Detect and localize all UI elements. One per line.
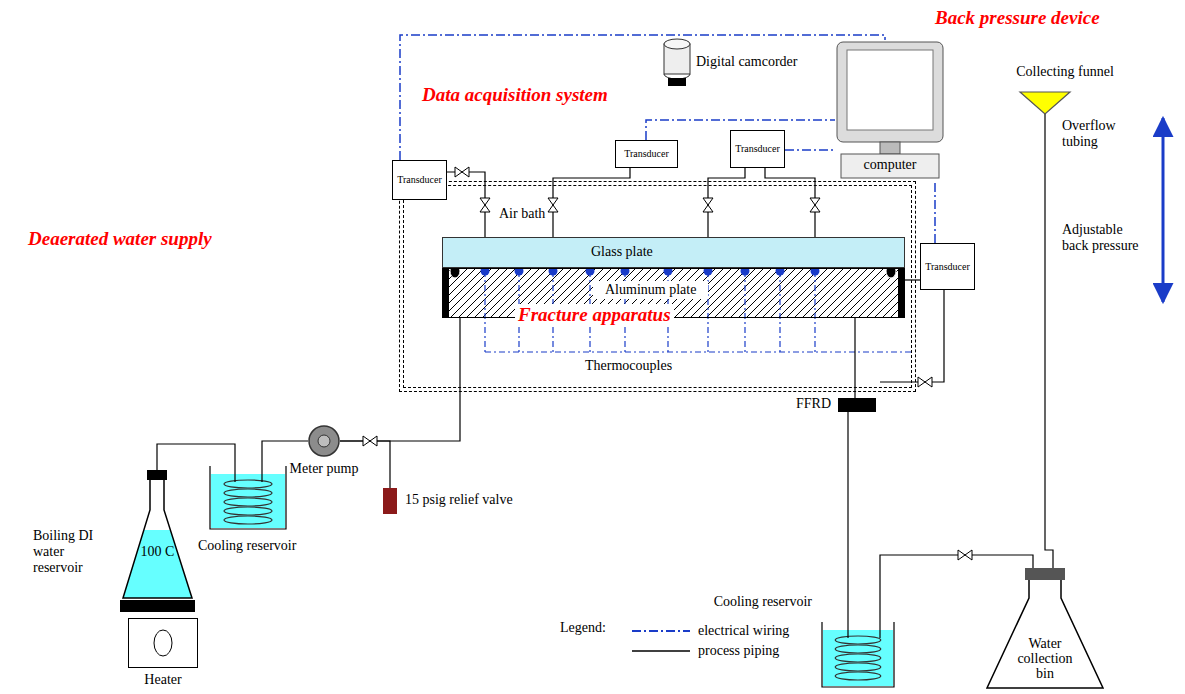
transducer-box: Transducer — [730, 130, 785, 168]
node-label: Collecting funnel — [1000, 64, 1130, 80]
meter-pump-shape — [308, 425, 340, 457]
legend-sample — [632, 650, 690, 652]
heater-shape — [129, 619, 199, 669]
node-label: Aluminum plate — [593, 281, 708, 299]
valve-symbol — [703, 198, 713, 212]
node-label: Digital camcorder — [696, 54, 797, 70]
valve-symbol — [480, 198, 490, 212]
valve-symbol — [958, 550, 972, 560]
process-pipe — [708, 168, 745, 237]
cooling-reservoir-shape — [208, 462, 288, 530]
annotation: Overflow tubing — [1062, 118, 1150, 150]
process-pipe — [880, 290, 944, 382]
process-pipe — [157, 444, 235, 470]
node-label: Transducer — [925, 261, 970, 273]
valve-symbol — [918, 377, 932, 387]
thermocouple-wire — [814, 271, 815, 352]
section-title: Back pressure device — [935, 7, 1100, 29]
plate-end-cap — [898, 268, 905, 318]
thermocouple-wire — [744, 271, 745, 352]
cooling-reservoir: Cooling reservoir — [820, 618, 896, 688]
legend-sample — [632, 630, 690, 632]
node-label: computer — [841, 157, 939, 173]
adjust-arrow — [1162, 118, 1165, 302]
node-label: Transducer — [397, 174, 442, 186]
annotation: Thermocouples — [585, 358, 672, 374]
plate-end-cap — [442, 268, 449, 318]
node-label: Glass plate — [591, 244, 653, 260]
cooling-reservoir-shape — [820, 618, 896, 688]
valve-symbol — [363, 436, 377, 446]
annotation: Adjustable back pressure — [1062, 222, 1150, 254]
node-label: Water collection bin — [1010, 636, 1080, 681]
process-pipe — [854, 318, 855, 398]
node-label: FFRD — [796, 396, 831, 412]
node-label: 100 C — [120, 544, 195, 560]
air-bath: Glass plateAluminum plate Air bath — [403, 185, 912, 388]
process-pipe — [447, 172, 485, 237]
node-label: 15 psig relief valve — [405, 492, 513, 508]
process-pipe — [1045, 114, 1053, 568]
node-label: Transducer — [624, 148, 669, 160]
digital-camcorder: Digital camcorder — [662, 38, 812, 88]
flow-rate-device: FFRD — [838, 398, 876, 412]
thermocouple-wire — [484, 271, 485, 352]
section-title: Data acquisition system — [422, 84, 608, 106]
node-label: Cooling reservoir — [690, 594, 812, 610]
process-pipe — [262, 441, 308, 462]
boiling-flask: Boiling DI water reservoir100 C — [120, 470, 195, 618]
cooling-reservoir: Cooling reservoir — [208, 462, 288, 530]
node-label: Boiling DI water reservoir — [33, 528, 115, 576]
collection-bin: Water collection bin — [985, 568, 1105, 690]
legend-text: process piping — [698, 643, 779, 659]
process-pipe — [340, 318, 460, 441]
glass-plate: Glass plate — [442, 237, 905, 268]
process-pipe — [847, 412, 848, 618]
computer: computer — [835, 40, 945, 180]
node-label: Meter pump — [276, 461, 372, 477]
transducer-box: Transducer — [392, 160, 447, 200]
thermocouple-bus — [485, 351, 912, 352]
process-pipe — [765, 168, 815, 237]
valve-symbol — [548, 198, 558, 212]
node-label: Heater — [128, 672, 198, 688]
section-title: Fracture apparatus — [515, 304, 674, 326]
meter-pump: Meter pump — [308, 425, 340, 457]
annotation: Legend: — [560, 620, 606, 636]
process-pipe — [880, 555, 1033, 618]
electrical-wire — [934, 180, 936, 243]
section-title: Deaerated water supply — [28, 228, 212, 250]
heater: Heater — [128, 618, 198, 668]
relief-valve: 15 psig relief valve — [383, 488, 397, 514]
transducer-box: Transducer — [920, 243, 975, 290]
valve-symbol — [810, 198, 820, 212]
process-pipe — [553, 168, 630, 237]
node-label: Cooling reservoir — [198, 538, 296, 554]
process-pipe — [905, 279, 920, 280]
valve-symbol — [455, 167, 469, 177]
collecting-funnel: Collecting funnel — [1000, 64, 1130, 114]
electrical-wire — [785, 149, 835, 151]
transducer-box: Transducer — [615, 140, 678, 168]
node-label: Transducer — [735, 143, 780, 155]
thermocouple-wire — [779, 271, 780, 352]
legend-text: electrical wiring — [698, 623, 789, 639]
node-label: Air bath — [499, 206, 545, 222]
